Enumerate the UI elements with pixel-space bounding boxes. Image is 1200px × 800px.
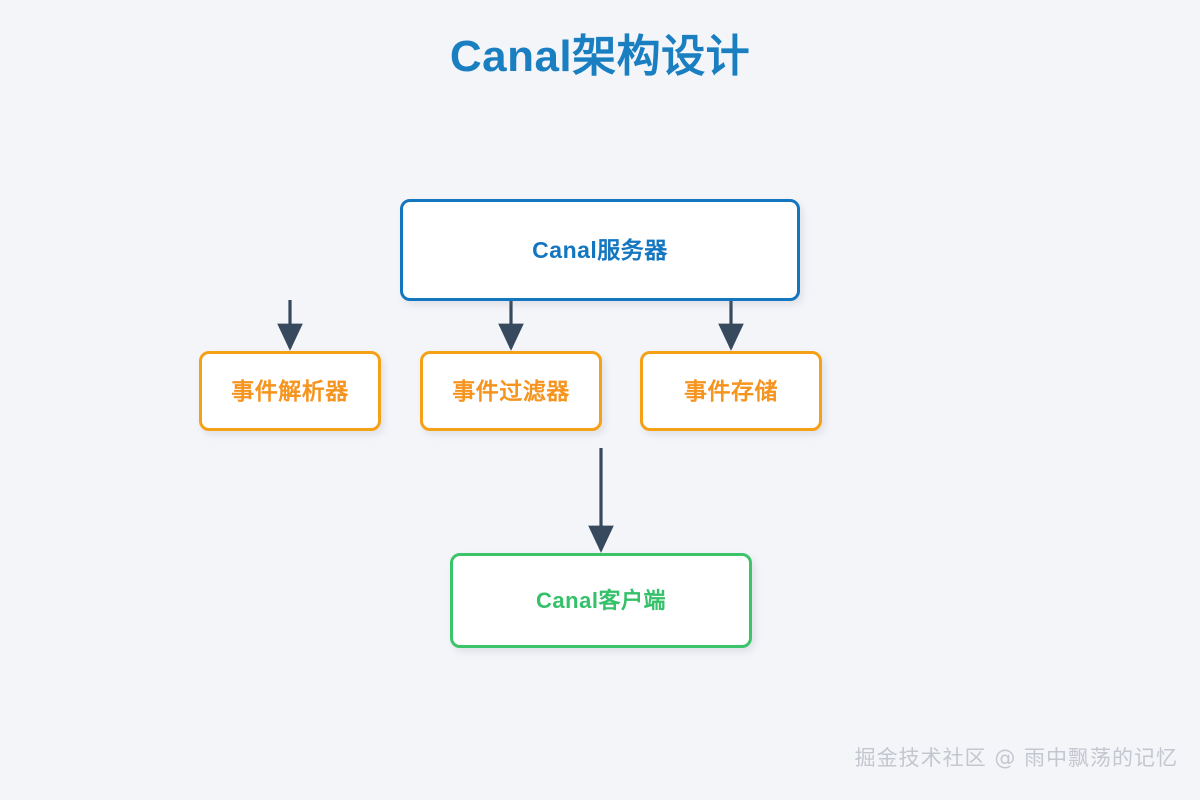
node-label-event-storage: 事件存储 [684,377,778,404]
node-label-canal-client: Canal客户端 [536,587,666,613]
node-canal-client[interactable]: Canal客户端 [450,553,752,648]
node-canal-server[interactable]: Canal服务器 [400,199,800,301]
node-event-parser[interactable]: 事件解析器 [199,351,381,431]
watermark: 掘金技术社区 @ 雨中飘荡的记忆 [854,746,1178,770]
page-title: Canal架构设计 [449,32,751,81]
node-event-storage[interactable]: 事件存储 [640,351,822,431]
node-label-canal-server: Canal服务器 [532,236,668,263]
node-event-filter[interactable]: 事件过滤器 [420,351,602,431]
node-label-event-parser: 事件解析器 [231,377,349,404]
node-label-event-filter: 事件过滤器 [452,377,570,404]
